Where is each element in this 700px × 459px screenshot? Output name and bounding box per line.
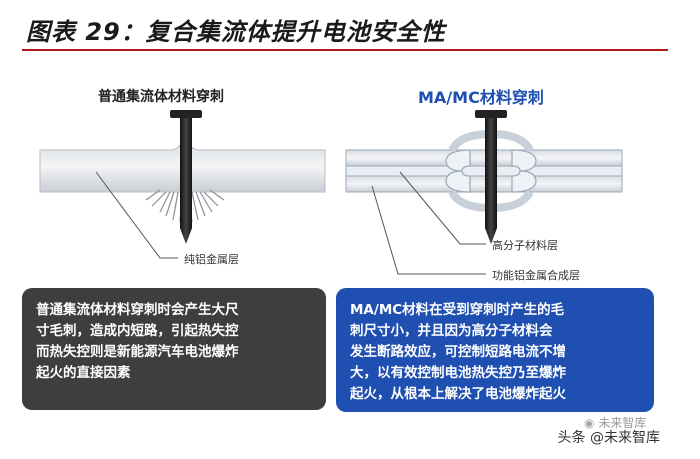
figure-title: 图表 29：复合集流体提升电池安全性 <box>26 18 446 46</box>
left-caption-line: 而热失控则是新能源汽车电池爆炸 <box>36 344 239 360</box>
top-metal-layer <box>345 149 623 167</box>
composite-layer-label: 功能铝金属合成层 <box>492 269 580 282</box>
bottom-metal-layer <box>345 175 623 193</box>
wechat-icon: ◉ <box>584 416 595 430</box>
right-caption-box: MA/MC材料在受到穿刺时产生的毛 刺尺寸小，并且因为高分子材料会 发生断路效应… <box>336 288 654 412</box>
polymer-layer <box>345 165 623 177</box>
watermark: 头条 @未来智库 <box>557 430 660 446</box>
left-heading: 普通集流体材料穿刺 <box>98 89 224 105</box>
left-caption-line: 普通集流体材料穿刺时会产生大尺 <box>36 302 239 318</box>
composite-leader-line <box>371 185 486 275</box>
polymer-layer-label: 高分子材料层 <box>492 239 558 252</box>
right-caption-line: 发生断路效应，可控制短路电流不增 <box>350 344 566 360</box>
aluminum-layer-label: 纯铝金属层 <box>184 253 239 266</box>
polymer-leader-line <box>399 171 486 245</box>
right-illustration <box>345 110 623 275</box>
left-caption-line: 寸毛刺，造成内短路，引起热失控 <box>36 323 239 339</box>
watermark-line1: 未来智库 <box>598 416 647 430</box>
left-nail <box>170 110 202 244</box>
left-caption-box: 普通集流体材料穿刺时会产生大尺 寸毛刺，造成内短路，引起热失控 而热失控则是新能… <box>22 288 326 410</box>
title-rule <box>22 49 668 51</box>
watermark-brand: ◉ 未来智库 <box>584 414 646 431</box>
left-caption-line: 起火的直接因素 <box>36 365 131 381</box>
left-illustration <box>39 110 326 259</box>
right-nail <box>475 110 507 244</box>
curl-right <box>511 149 537 193</box>
right-caption-line: MA/MC材料在受到穿刺时产生的毛 <box>350 302 565 318</box>
right-heading: MA/MC材料穿刺 <box>418 88 544 107</box>
right-caption-line: 起火，从根本上解决了电池爆炸起火 <box>350 386 566 402</box>
curl-left <box>445 149 471 193</box>
right-caption-line: 刺尺寸小，并且因为高分子材料会 <box>350 323 553 339</box>
layer-leader-line <box>95 171 178 259</box>
right-caption-line: 大，以有效控制电池热失控乃至爆炸 <box>350 365 566 381</box>
